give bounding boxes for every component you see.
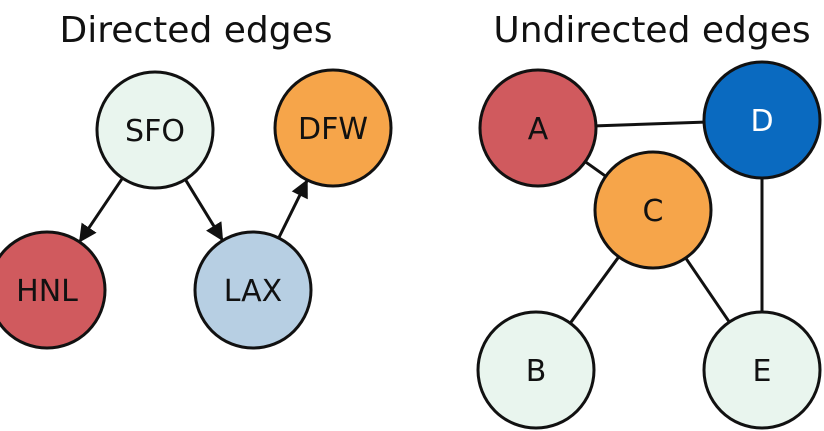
directed-node-lax: LAX [193,230,313,350]
directed-node-circle-hnl [0,230,107,350]
undirected-edge-a-c [584,160,607,178]
directed-node-dfw: DFW [273,68,393,188]
undirected-node-b: B [476,310,596,430]
directed-edges [78,177,309,243]
undirected-node-c: C [593,150,713,270]
directed-graph-panel: Directed edges SFO DFW HNL LAX [0,10,393,350]
directed-edge-lax-dfw [277,179,309,239]
undirected-node-label-c: C [643,194,664,229]
directed-node-circle-dfw [273,68,393,188]
undirected-graph-title: Undirected edges [493,10,810,51]
undirected-edge-c-b [569,255,620,325]
directed-node-label-lax: LAX [224,274,282,309]
undirected-node-label-a: A [528,112,549,147]
undirected-node-label-b: B [526,354,547,389]
undirected-node-circle-e [702,310,822,430]
undirected-node-e: E [702,310,822,430]
directed-edge-sfo-hnl [78,177,124,243]
undirected-edges [569,120,764,325]
directed-node-label-sfo: SFO [125,114,185,149]
undirected-graph-panel: Undirected edges A D C B E [476,10,822,430]
undirected-node-circle-a [478,68,598,188]
undirected-node-d: D [702,60,822,180]
undirected-node-a: A [478,68,598,188]
directed-nodes: SFO DFW HNL LAX [0,68,393,350]
undirected-node-label-e: E [753,354,772,389]
undirected-edge-a-d [595,120,705,128]
directed-node-label-dfw: DFW [298,112,368,147]
directed-node-circle-sfo [95,70,215,190]
directed-node-sfo: SFO [95,70,215,190]
undirected-node-circle-c [593,150,713,270]
undirected-edge-c-e [684,257,731,323]
directed-node-hnl: HNL [0,230,107,350]
undirected-nodes: A D C B E [476,60,822,430]
directed-edge-sfo-lax [184,178,224,242]
undirected-node-circle-d [702,60,822,180]
directed-node-circle-lax [193,230,313,350]
directed-node-label-hnl: HNL [16,274,78,309]
undirected-node-label-d: D [750,104,773,139]
directed-graph-title: Directed edges [60,10,333,51]
undirected-node-circle-b [476,310,596,430]
